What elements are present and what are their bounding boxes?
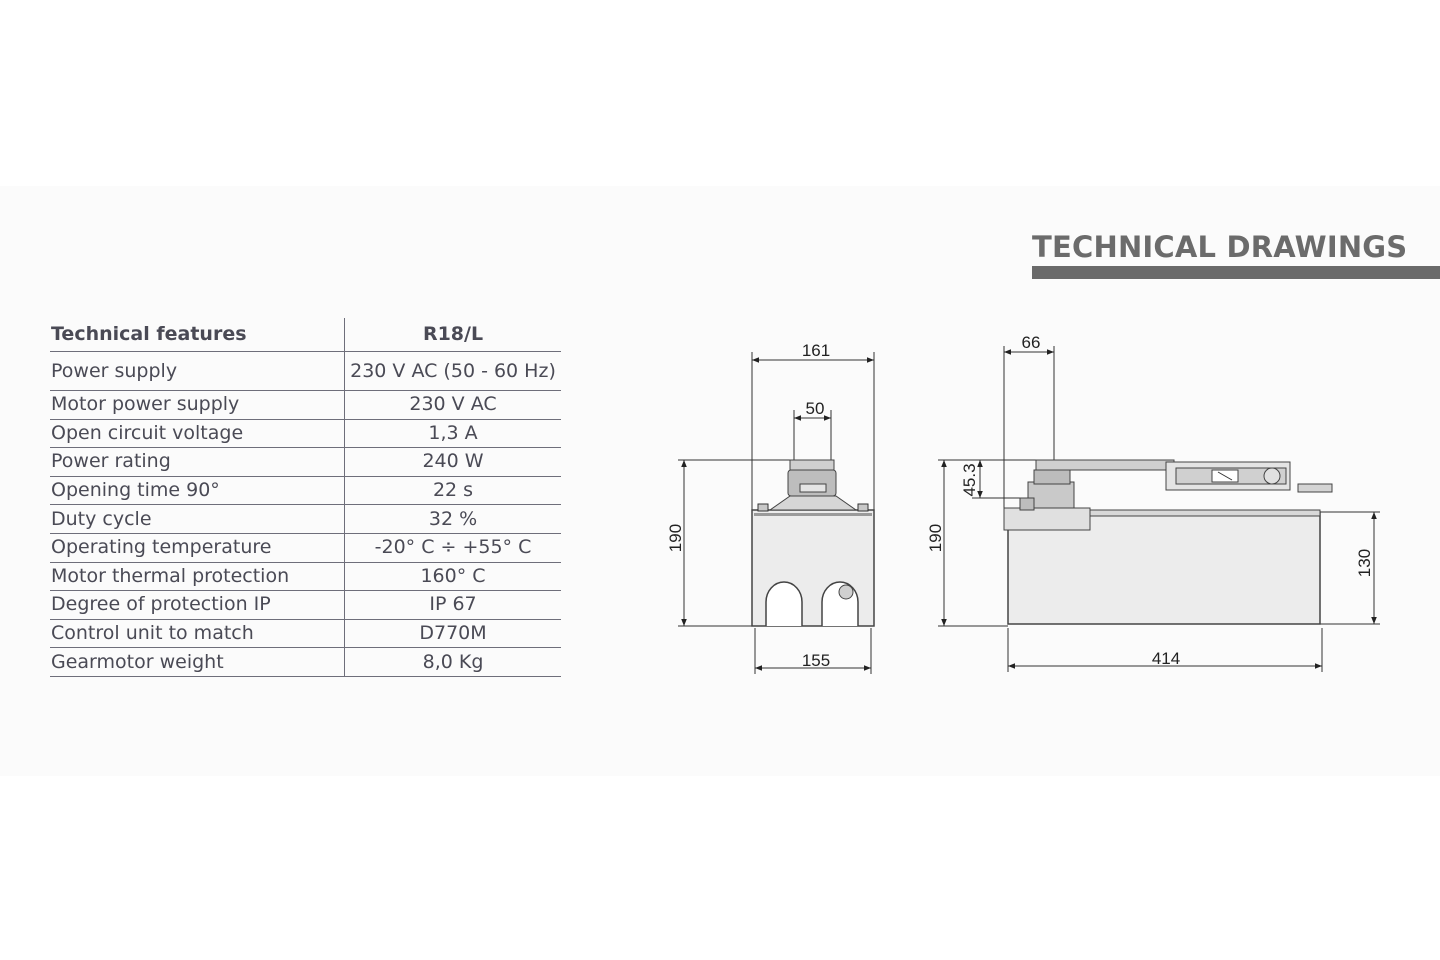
feature-cell: Power rating xyxy=(50,447,345,477)
table-row: Power rating 240 W xyxy=(50,447,561,477)
table-row: Gearmotor weight 8,0 Kg xyxy=(50,647,561,677)
header-feature: Technical features xyxy=(50,318,345,352)
feature-cell: Duty cycle xyxy=(50,504,345,534)
feature-cell: Opening time 90° xyxy=(50,476,345,506)
value-cell: 22 s xyxy=(344,476,561,506)
table-row: Operating temperature -20° C ÷ +55° C xyxy=(50,533,561,563)
table-row: Open circuit voltage 1,3 A xyxy=(50,419,561,449)
side-view-drawing xyxy=(938,346,1380,672)
value-cell: 160° C xyxy=(344,562,561,592)
feature-cell: Motor power supply xyxy=(50,390,345,420)
value-cell: 32 % xyxy=(344,504,561,534)
value-cell: 240 W xyxy=(344,447,561,477)
table-row: Motor power supply 230 V AC xyxy=(50,390,561,420)
side-arm-offset-label: 66 xyxy=(1022,333,1041,352)
value-cell: 230 V AC (50 - 60 Hz) xyxy=(344,351,561,391)
table-row: Control unit to match D770M xyxy=(50,619,561,649)
section-title: TECHNICAL DRAWINGS xyxy=(1032,230,1408,264)
front-view-drawing xyxy=(678,352,875,674)
table-row: Power supply 230 V AC (50 - 60 Hz) xyxy=(50,351,561,391)
value-cell: IP 67 xyxy=(344,590,561,620)
value-cell: -20° C ÷ +55° C xyxy=(344,533,561,563)
feature-cell: Open circuit voltage xyxy=(50,419,345,449)
feature-cell: Power supply xyxy=(50,351,345,391)
value-cell: 1,3 A xyxy=(344,419,561,449)
front-height-label: 190 xyxy=(666,524,685,552)
front-top-width-label: 161 xyxy=(802,341,830,360)
table-row: Motor thermal protection 160° C xyxy=(50,562,561,592)
side-length-label: 414 xyxy=(1152,649,1180,668)
table-row: Degree of protection IP IP 67 xyxy=(50,590,561,620)
side-arm-height-label: 45.3 xyxy=(960,463,979,496)
value-cell: D770M xyxy=(344,619,561,649)
table-header-row: Technical features R18/L xyxy=(50,318,561,352)
feature-cell: Motor thermal protection xyxy=(50,562,345,592)
table-row: Duty cycle 32 % xyxy=(50,504,561,534)
front-arm-width-label: 50 xyxy=(806,399,825,418)
header-model: R18/L xyxy=(344,318,561,352)
feature-cell: Degree of protection IP xyxy=(50,590,345,620)
front-bottom-width-label: 155 xyxy=(802,651,830,670)
specs-table: Technical features R18/L Power supply 23… xyxy=(50,318,561,677)
table-row: Opening time 90° 22 s xyxy=(50,476,561,506)
value-cell: 8,0 Kg xyxy=(344,647,561,677)
feature-cell: Control unit to match xyxy=(50,619,345,649)
title-underline xyxy=(1032,266,1440,279)
side-body-height-label: 130 xyxy=(1355,549,1374,577)
side-height-label: 190 xyxy=(926,524,945,552)
feature-cell: Operating temperature xyxy=(50,533,345,563)
feature-cell: Gearmotor weight xyxy=(50,647,345,677)
value-cell: 230 V AC xyxy=(344,390,561,420)
